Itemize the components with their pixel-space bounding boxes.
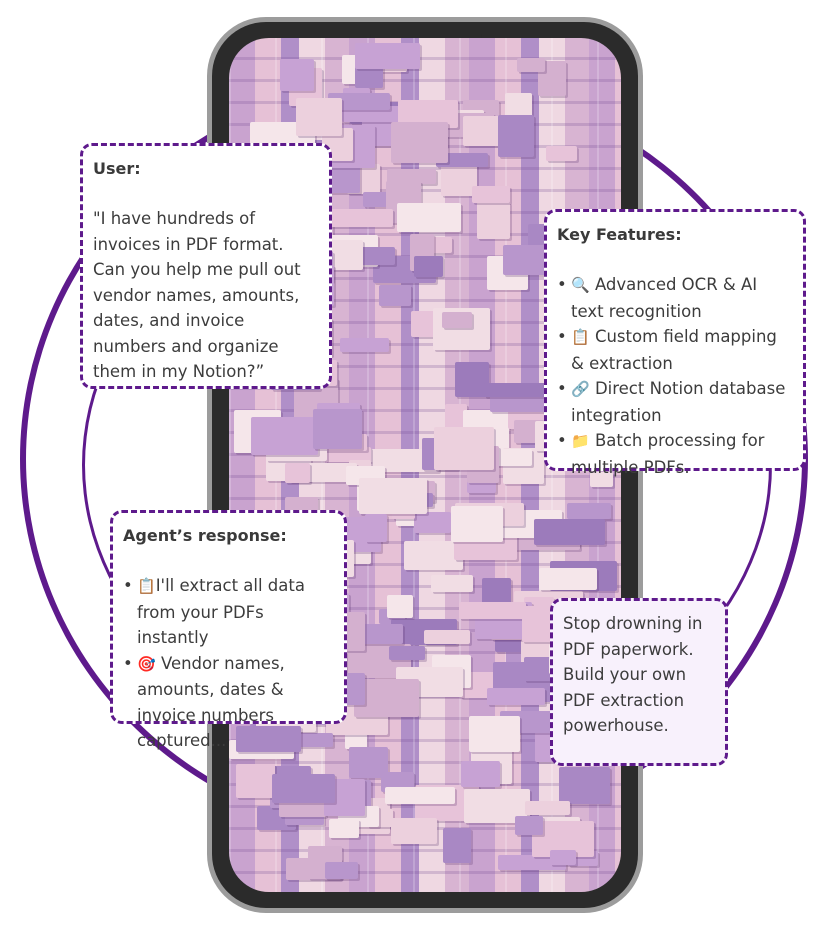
clipboard-icon: 📋	[571, 328, 590, 346]
wallpaper-block	[484, 383, 545, 397]
wallpaper-block	[324, 209, 393, 227]
wallpaper-block	[404, 541, 463, 570]
wallpaper-block	[325, 862, 358, 879]
agent-response-text: I'll extract all data from your PDFs ins…	[137, 576, 305, 647]
wallpaper-block	[436, 153, 488, 167]
wallpaper-block	[340, 338, 389, 352]
wallpaper-block	[296, 98, 342, 136]
wallpaper-block	[567, 503, 611, 519]
link-icon: 🔗	[571, 380, 590, 398]
wallpaper-block	[272, 774, 335, 803]
wallpaper-block	[342, 106, 411, 122]
wallpaper-block	[539, 568, 597, 590]
agent-response-item: 🎯 Vendor names, amounts, dates & invoice…	[123, 651, 334, 754]
wallpaper-block	[251, 417, 318, 455]
key-features-title: Key Features:	[557, 225, 682, 244]
wallpaper-block	[236, 764, 275, 798]
phone-speaker-notch	[370, 34, 482, 38]
agent-response-card: Agent’s response: 📋I'll extract all data…	[110, 510, 347, 750]
wallpaper-block	[365, 514, 387, 542]
wallpaper-block	[534, 519, 605, 545]
wallpaper-block	[359, 478, 427, 514]
feature-item: 🔍 Advanced OCR & AI text recognition	[557, 272, 793, 324]
user-card-title: User:	[93, 159, 141, 178]
features-list: 🔍 Advanced OCR & AI text recognition 📋 C…	[557, 272, 793, 480]
wallpaper-block	[525, 801, 570, 815]
feature-text: Advanced OCR & AI text recognition	[571, 275, 758, 321]
wallpaper-block	[414, 512, 451, 533]
feature-item: 📋 Custom field mapping & extraction	[557, 324, 793, 376]
wallpaper-block	[515, 816, 543, 835]
wallpaper-block	[461, 761, 500, 787]
wallpaper-block	[355, 247, 395, 265]
wallpaper-block	[498, 855, 566, 870]
wallpaper-block	[559, 767, 610, 804]
wallpaper-block	[451, 506, 503, 542]
wallpaper-block	[414, 256, 443, 277]
wallpaper-block	[389, 646, 425, 660]
wallpaper-block	[455, 362, 489, 397]
feature-text: Direct Notion database integration	[571, 379, 786, 425]
wallpaper-block	[498, 115, 534, 157]
wallpaper-block	[387, 169, 436, 184]
magnifier-icon: 🔍	[571, 276, 590, 294]
wallpaper-block	[442, 312, 472, 328]
wallpaper-block	[550, 850, 576, 865]
feature-text: Batch processing for multiple PDFs.	[571, 431, 765, 477]
feature-item: 📁 Batch processing for multiple PDFs.	[557, 428, 793, 480]
wallpaper-block	[459, 602, 526, 619]
wallpaper-block	[434, 427, 494, 470]
wallpaper-block	[477, 202, 510, 239]
key-features-card: Key Features: 🔍 Advanced OCR & AI text r…	[544, 209, 806, 477]
wallpaper-block	[391, 122, 448, 163]
wallpaper-block	[391, 818, 437, 844]
agent-response-list: 📋I'll extract all data from your PDFs in…	[123, 573, 334, 754]
wallpaper-block	[379, 285, 411, 306]
wallpaper-block	[424, 630, 470, 644]
wallpaper-block	[431, 575, 473, 592]
wallpaper-block	[328, 93, 390, 110]
wallpaper-block	[546, 146, 577, 161]
wallpaper-block	[472, 186, 510, 203]
user-quote: "I have hundreds of invoices in PDF form…	[93, 209, 301, 381]
agent-response-item: 📋I'll extract all data from your PDFs in…	[123, 573, 334, 651]
wallpaper-block	[370, 449, 439, 472]
target-icon: 🎯	[137, 654, 156, 673]
folder-icon: 📁	[571, 432, 590, 450]
user-card: User: "I have hundreds of invoices in PD…	[80, 143, 332, 389]
wallpaper-block	[443, 828, 471, 863]
clipboard-icon: 📋	[137, 577, 156, 595]
agent-response-text: Vendor names, amounts, dates & invoice n…	[137, 653, 285, 751]
wallpaper-block	[397, 203, 461, 232]
wallpaper-block	[355, 43, 420, 69]
call-to-action-card: Stop drowning in PDF paperwork. Build yo…	[550, 598, 728, 766]
wallpaper-block	[517, 58, 545, 72]
wallpaper-block	[313, 409, 362, 449]
wallpaper-block	[385, 787, 455, 804]
feature-item: 🔗 Direct Notion database integration	[557, 376, 793, 428]
wallpaper-block	[285, 463, 310, 483]
wallpaper-block	[487, 688, 545, 705]
wallpaper-block	[387, 595, 413, 618]
wallpaper-block	[280, 59, 314, 91]
wallpaper-block	[329, 819, 359, 838]
call-to-action-text: Stop drowning in PDF paperwork. Build yo…	[563, 614, 703, 735]
feature-text: Custom field mapping & extraction	[571, 327, 777, 373]
wallpaper-block	[469, 716, 520, 752]
agent-response-title: Agent’s response:	[123, 526, 287, 545]
wallpaper-block	[445, 404, 467, 428]
